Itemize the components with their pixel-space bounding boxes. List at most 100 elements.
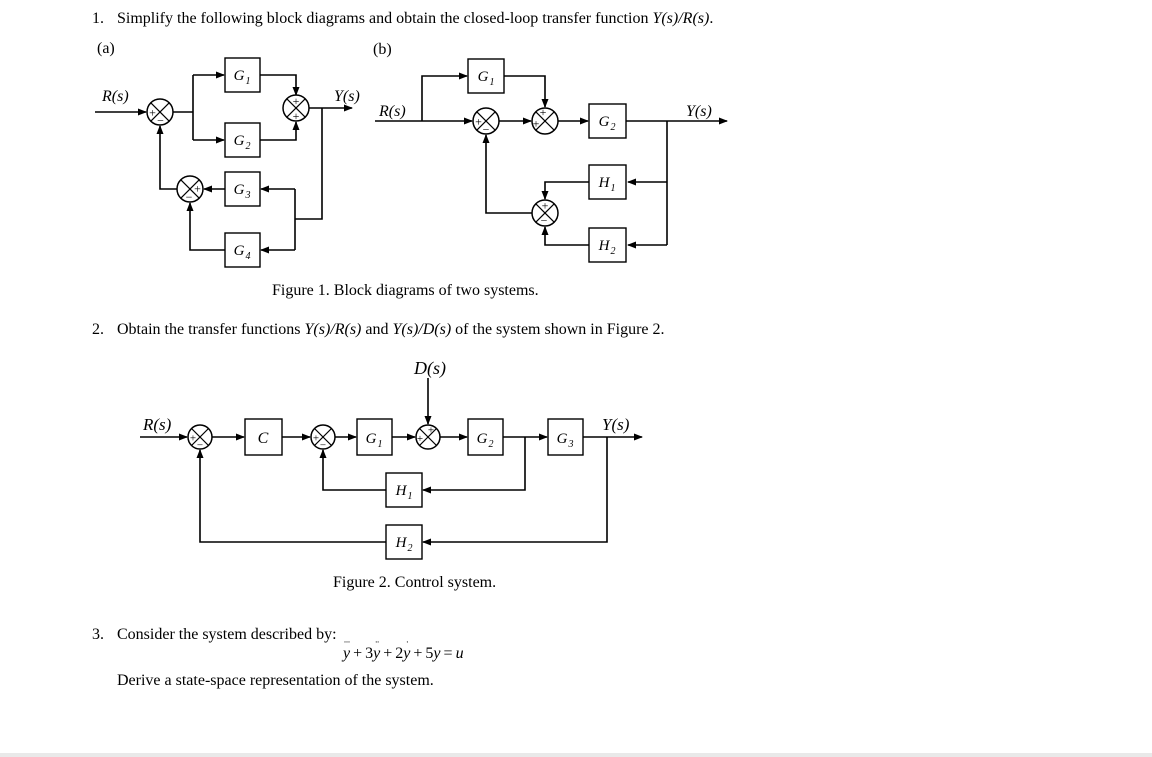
figure1-label-b: (b) — [373, 41, 392, 58]
block-subscript: 2 — [408, 543, 413, 554]
block-label: G — [478, 69, 489, 85]
sum-sign: + — [293, 94, 300, 108]
block-subscript: 2 — [611, 246, 616, 257]
sum-sign: − — [483, 123, 490, 137]
figure2-caption: Figure 2. Control system. — [333, 574, 497, 591]
problem1-text-body: Simplify the following block diagrams an… — [117, 10, 653, 27]
block-label: H — [395, 483, 408, 499]
triple-dots: ··· — [343, 637, 351, 647]
sum-sign: + — [533, 117, 540, 131]
sum-sign: + — [428, 425, 434, 437]
figure1-diagrams: R(s) Y(s) + − + + + − — [95, 57, 728, 268]
figure2-block-g3: G 3 — [547, 418, 584, 456]
block-label: H — [395, 535, 408, 551]
problem3-line: 3. Consider the system described by: — [92, 626, 337, 644]
figure2-disturbance-label: D(s) — [413, 358, 446, 379]
figure2-output-label: Y(s) — [602, 415, 630, 434]
problem2-line: 2. Obtain the transfer functions Y(s)/R(… — [92, 321, 665, 339]
eq-term: y — [433, 645, 441, 662]
double-dots: ·· — [374, 637, 380, 647]
figure2-input-label: R(s) — [142, 415, 172, 434]
problem1-period: . — [709, 10, 714, 27]
problem3-derive: Derive a state-space representation of t… — [117, 672, 434, 689]
eq-coefficient: 3 — [365, 645, 374, 662]
window-bottom-edge — [0, 753, 1152, 757]
diagram-b-output-label: Y(s) — [686, 103, 712, 120]
block-label: G — [234, 243, 245, 259]
problem2-number: 2. — [92, 321, 104, 338]
diagram-b: R(s) Y(s) + − + + + − — [375, 58, 728, 263]
y-doubledot: ··y — [373, 638, 381, 663]
diagram-a-sum1: + − — [146, 98, 174, 128]
block-subscript: 2 — [246, 141, 251, 152]
eq-term: y — [373, 645, 381, 662]
sum-sign: − — [186, 190, 193, 204]
problem1-line: 1. Simplify the following block diagrams… — [92, 10, 713, 28]
problem3-text: Consider the system described by: — [117, 626, 337, 643]
sum-sign: + — [194, 182, 201, 196]
figure2-block-g1: G 1 — [356, 418, 393, 456]
block-label: G — [599, 114, 610, 130]
block-label: H — [598, 175, 611, 191]
problem3-number: 3. — [92, 626, 104, 643]
y-tripledot: ···y — [343, 638, 351, 663]
sum-sign: − — [320, 440, 326, 452]
diagram-b-sum1: + − — [472, 107, 500, 137]
figure2-block-c: C — [244, 418, 283, 456]
block-label: G — [477, 431, 488, 447]
block-label: G — [234, 68, 245, 84]
diagram-a-wires — [95, 71, 353, 254]
diagram-a-input-label: R(s) — [101, 88, 129, 105]
figure2-block-g2: G 2 — [467, 418, 504, 456]
figure2-sum2: + − — [310, 424, 336, 452]
sum-sign: + — [542, 199, 549, 213]
single-dot: · — [405, 637, 409, 647]
block-label: C — [258, 430, 269, 447]
block-subscript: 1 — [378, 439, 383, 450]
diagram-a-block-g4: G 4 — [224, 232, 261, 268]
diagram-a: R(s) Y(s) + − + + + − — [95, 57, 360, 268]
block-label: H — [598, 238, 611, 254]
block-subscript: 2 — [489, 439, 494, 450]
figure1-label-a: (a) — [97, 40, 115, 57]
problem2-text: Obtain the transfer functions Y(s)/R(s) … — [117, 321, 665, 339]
block-label: G — [234, 133, 245, 149]
block-subscript: 3 — [568, 439, 574, 450]
sum-sign: + — [313, 433, 319, 445]
sum-sign: − — [157, 114, 164, 128]
diagram-a-block-g2: G 2 — [224, 122, 261, 158]
block-label: G — [234, 182, 245, 198]
diagram-a-output-label: Y(s) — [334, 88, 360, 105]
block-subscript: 1 — [611, 183, 616, 194]
figure2-sum3: + + — [415, 424, 441, 450]
diagram-b-block-h2: H 2 — [588, 227, 627, 263]
figure1-caption: Figure 1. Block diagrams of two systems. — [272, 282, 539, 299]
problem1-number: 1. — [92, 10, 104, 27]
eq-operator: + — [413, 645, 423, 662]
block-subscript: 2 — [611, 122, 616, 133]
problem1-text: Simplify the following block diagrams an… — [117, 10, 713, 28]
eq-rhs: u — [455, 645, 464, 662]
block-subscript: 1 — [408, 491, 413, 502]
diagram-b-sum2: + + — [531, 105, 559, 135]
problem2-text-before: Obtain the transfer functions — [117, 321, 305, 338]
sum-sign: + — [149, 106, 156, 120]
y-dot: ·y — [403, 638, 411, 663]
diagram-b-block-h1: H 1 — [588, 164, 627, 200]
eq-term: y — [403, 645, 411, 662]
figure2-block-h1: H 1 — [385, 472, 423, 508]
diagram-b-block-g2: G 2 — [588, 103, 627, 139]
eq-operator: + — [353, 645, 363, 662]
diagram-a-sum2: + + — [282, 94, 310, 123]
figure2-wires — [140, 378, 643, 546]
block-subscript: 3 — [245, 190, 251, 201]
diagram-a-block-g3: G 3 — [224, 171, 261, 207]
sum-sign: + — [417, 433, 423, 445]
diagram-b-block-g1: G 1 — [467, 58, 505, 94]
diagram-b-wires — [375, 72, 728, 249]
figure2-sum1: + − — [187, 424, 213, 452]
block-label: G — [366, 431, 377, 447]
problem2-math1: Y(s)/R(s) — [304, 321, 362, 338]
